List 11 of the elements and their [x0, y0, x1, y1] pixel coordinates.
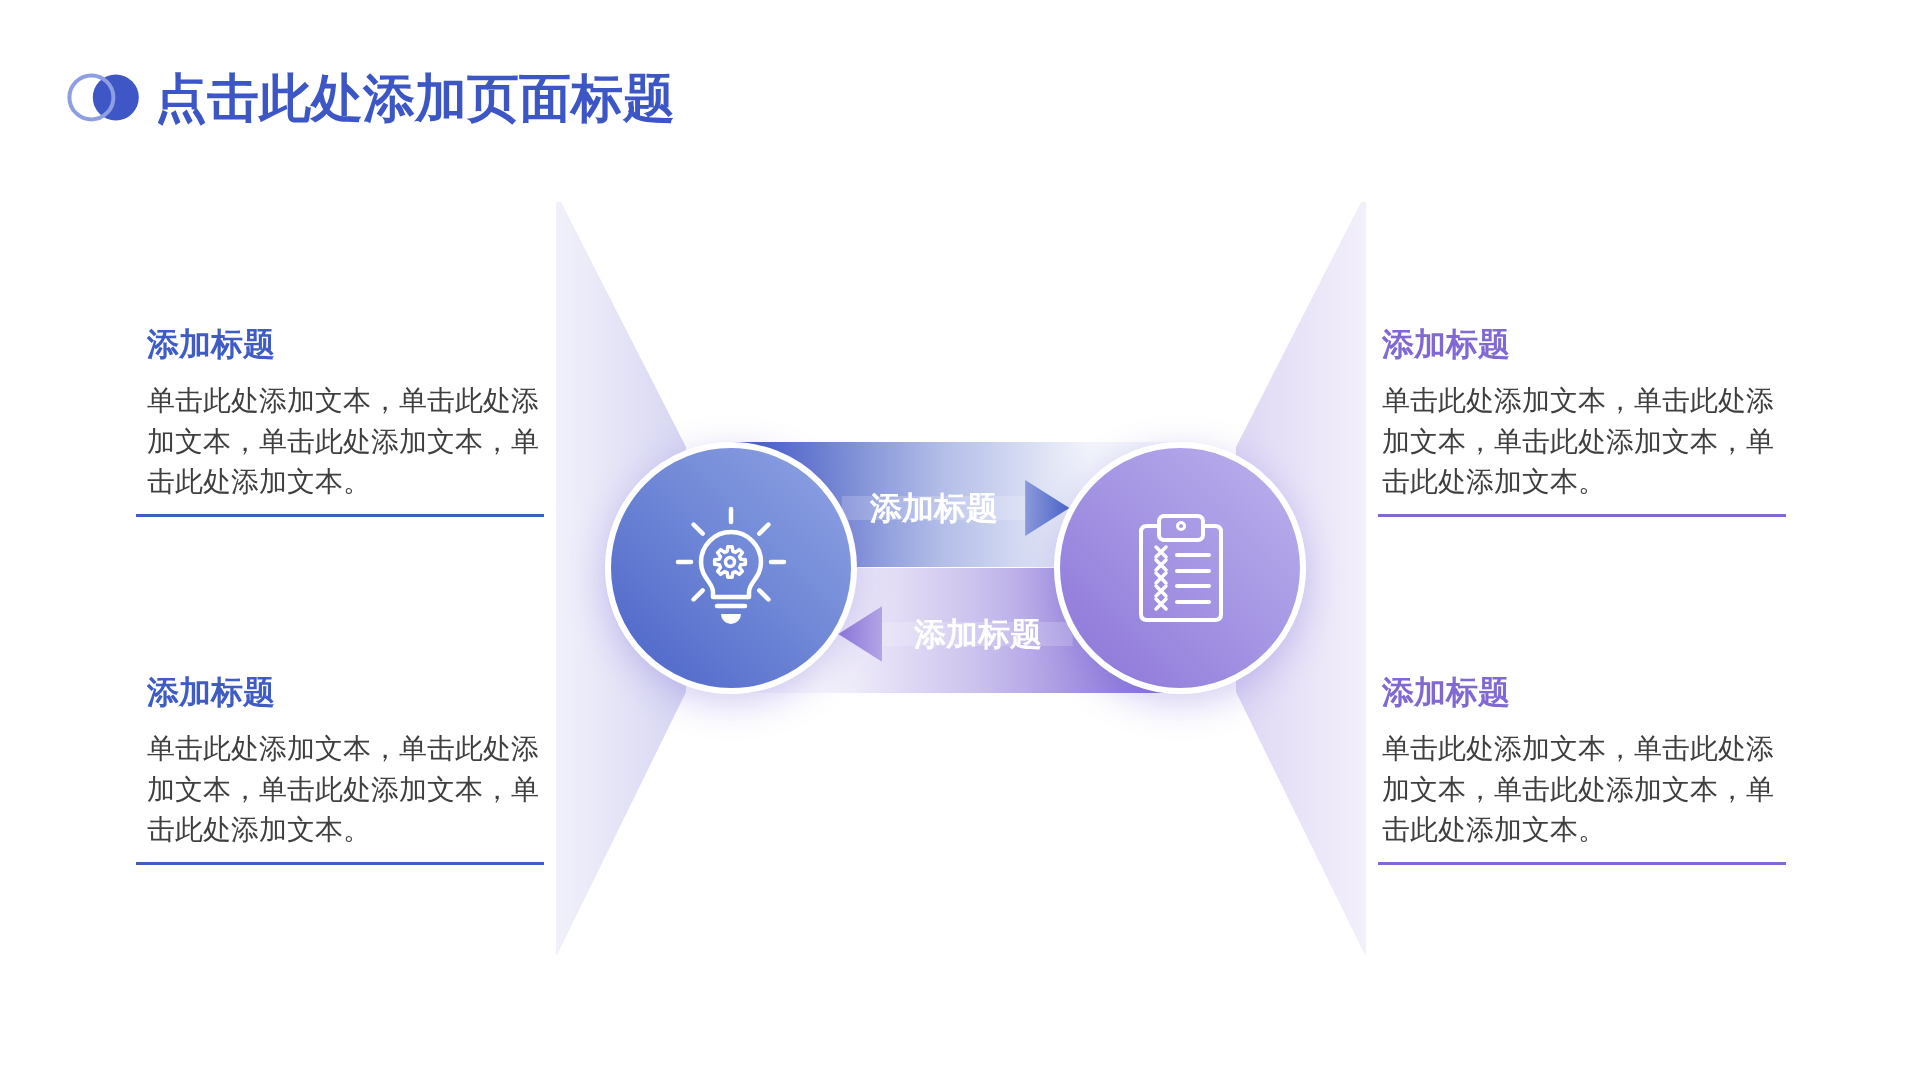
arrow — [838, 606, 1073, 662]
paragraph: 单击此处添加文本，单击此处添加文本，单击此处添加文本，单击此处添加文本。 — [1382, 383, 1775, 500]
paragraph: 单击此处添加文本，单击此处添加文本，单击此处添加文本，单击此处添加文本。 — [147, 731, 540, 848]
heading: 添加标题 — [1382, 672, 1511, 712]
heading: 添加标题 — [1382, 324, 1511, 364]
paragraph: 单击此处添加文本，单击此处添加文本，单击此处添加文本，单击此处添加文本。 — [147, 383, 540, 500]
title: 点击此处添加页面标题 — [155, 67, 675, 130]
paragraph: 单击此处添加文本，单击此处添加文本，单击此处添加文本，单击此处添加文本。 — [1382, 731, 1775, 848]
edge-label: 添加标题 — [869, 488, 998, 528]
heading: 添加标题 — [147, 672, 276, 712]
heading: 添加标题 — [147, 324, 276, 364]
